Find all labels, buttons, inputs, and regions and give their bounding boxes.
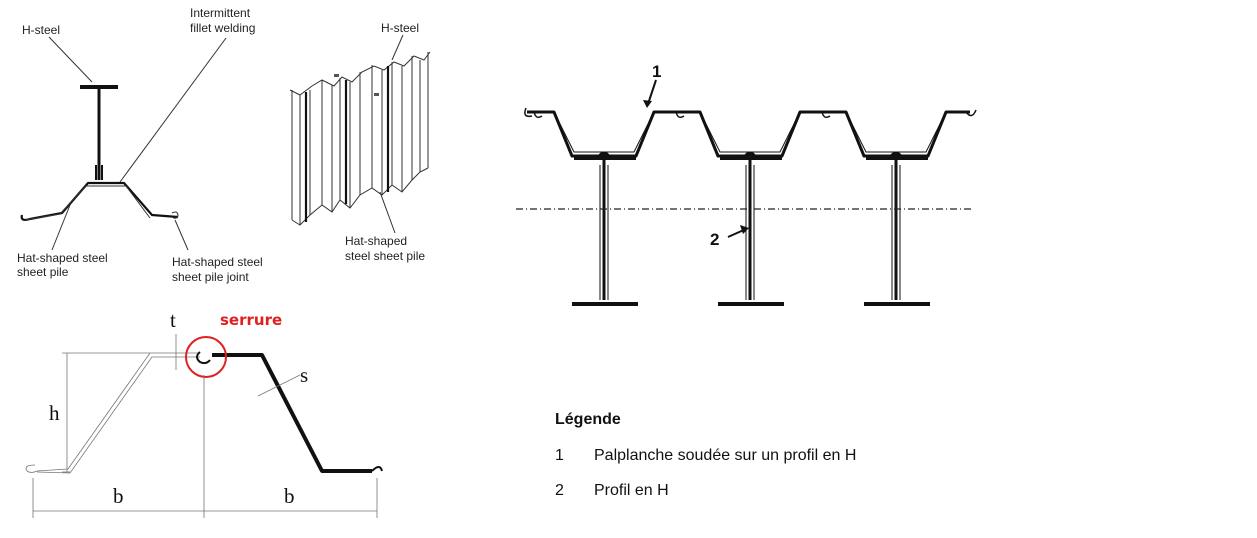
lock-hooks	[524, 107, 977, 119]
leader-h-steel	[48, 36, 93, 83]
hat-pile-profile	[20, 181, 179, 221]
h-profile-1-top-flange	[574, 157, 636, 160]
serrure-circle	[185, 336, 227, 378]
fig4-welded-wall	[516, 79, 977, 306]
legend-item-2-num: 2	[555, 482, 564, 499]
label-fig2-hat-2: steel sheet pile	[345, 249, 425, 263]
label-t: t	[170, 308, 176, 332]
label-welding-1: Intermittent	[190, 6, 251, 20]
legend-item-1-num: 1	[555, 447, 564, 464]
fig2-isometric-view	[289, 34, 431, 234]
weld-beads	[597, 151, 903, 157]
label-hat-pile-2: sheet pile	[17, 265, 69, 279]
label-b-right: b	[284, 484, 295, 508]
label-serrure: serrure	[220, 311, 282, 329]
h-steel-top-flange	[80, 85, 118, 89]
leader-hat-pile	[51, 204, 71, 251]
marker-2: 2	[710, 230, 719, 249]
lock-hook	[196, 351, 211, 365]
legend-title: Légende	[555, 411, 621, 428]
label-welding-2: fillet welding	[190, 21, 255, 35]
leader-joint	[174, 219, 189, 251]
label-h-steel: H-steel	[22, 23, 60, 37]
label-hat-pile-1: Hat-shaped steel	[17, 251, 108, 265]
marker-1: 1	[652, 62, 661, 81]
leader-welding	[119, 37, 227, 183]
label-fig2-h-steel: H-steel	[381, 21, 419, 35]
label-b-left: b	[113, 484, 124, 508]
sheet-pile-wall	[527, 110, 970, 158]
label-s: s	[300, 363, 308, 387]
label-h: h	[49, 401, 60, 425]
legend-item-2-text: Profil en H	[594, 482, 669, 499]
label-fig2-hat-1: Hat-shaped	[345, 234, 407, 248]
label-joint-2: sheet pile joint	[172, 270, 249, 284]
legend-item-1-text: Palplanche soudée sur un profil en H	[594, 447, 856, 464]
fig3-dimension-drawing	[25, 334, 383, 518]
h-profile-3-bottom-flange	[864, 302, 930, 306]
h-profile-1-bottom-flange	[572, 302, 638, 306]
right-profile	[212, 353, 372, 473]
left-profile	[25, 352, 200, 473]
h-profile-2-bottom-flange	[718, 302, 784, 306]
s-dimension-line	[257, 374, 301, 397]
fig1-cross-section: H-steel Intermittent fillet welding Hat-…	[17, 6, 263, 284]
legend: Légende 1 Palplanche soudée sur un profi…	[555, 411, 856, 499]
arrow-1	[647, 79, 657, 105]
label-joint-1: Hat-shaped steel	[172, 255, 263, 269]
joint-hook	[171, 211, 179, 219]
h-profile-3-top-flange	[866, 157, 928, 160]
h-profile-2-top-flange	[720, 157, 782, 160]
